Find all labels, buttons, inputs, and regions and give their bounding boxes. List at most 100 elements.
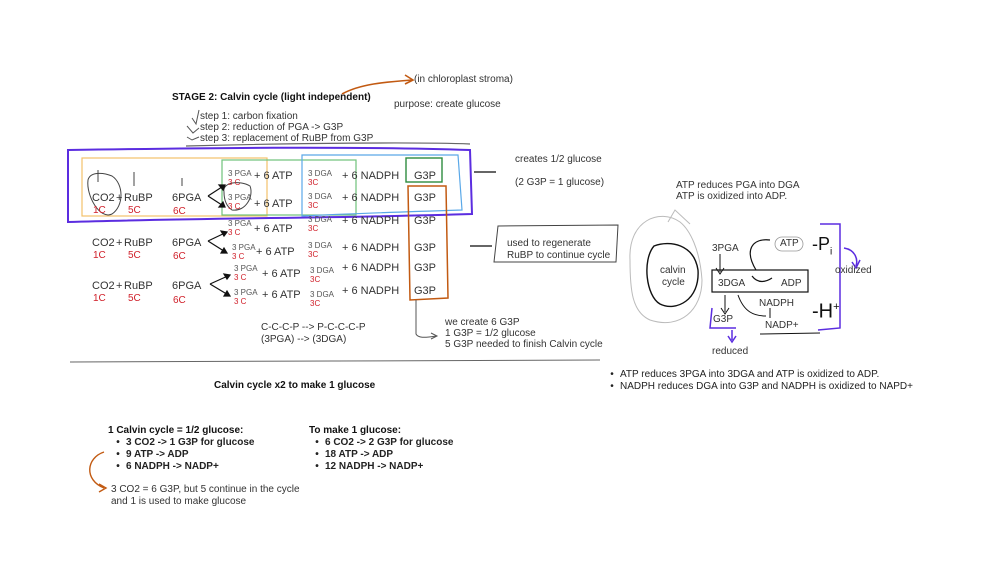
carbon-6c: 6C [173, 206, 186, 217]
pga-label: 3 PGA [228, 219, 252, 228]
item-text: 9 ATP -> ADP [126, 449, 189, 460]
item-text: 18 ATP -> ADP [325, 449, 394, 460]
h-sup: + [833, 301, 840, 313]
co2-label: CO2 [92, 192, 115, 204]
summary-right-title: To make 1 glucose: [309, 425, 402, 436]
carbon-1c: 1C [93, 293, 106, 304]
check-icon [186, 136, 200, 141]
bullet-text: NADPH reduces DGA into G3P and NADPH is … [620, 381, 913, 392]
dga-label: 3 DGA [308, 241, 333, 250]
create6-note-1: we create 6 G3P [445, 317, 520, 328]
pga-label: 3 PGA [234, 288, 258, 297]
summary-left-item: 9 ATP -> ADP [110, 449, 189, 461]
dga-carbon: 3C [308, 250, 319, 259]
summary-right-item: 6 CO2 -> 2 G3P for glucose [309, 437, 453, 449]
dga-carbon: 3C [310, 299, 321, 308]
6pga-label: 6PGA [172, 280, 202, 292]
diagram-nadp: NADP+ [765, 320, 799, 331]
co2-label: CO2 [92, 280, 115, 292]
pga-carbon: 3 C [234, 273, 247, 282]
rubp-label: RuBP [124, 237, 153, 249]
item-text: 3 CO2 -> 1 G3P for glucose [126, 437, 255, 448]
pi-letter: P [818, 234, 831, 254]
summary-left-note-1: 3 CO2 = 6 G3P, but 5 continue in the cyc… [111, 484, 300, 495]
diagram-nadph: NADPH [759, 298, 795, 309]
nadph-label: + 6 NADPH [342, 192, 400, 204]
atp-label: + 6 ATP [254, 170, 293, 182]
item-text: 12 NADPH -> NADP+ [325, 461, 424, 472]
atp-label: + 6 ATP [262, 289, 301, 301]
plus-sign: + [116, 192, 123, 204]
carbon-1c: 1C [93, 250, 106, 261]
g3p-label: G3P [414, 170, 437, 182]
atp-label: + 6 ATP [256, 246, 295, 258]
pga-carbon: 3 C [228, 202, 241, 211]
nadph-label: + 6 NADPH [342, 262, 400, 274]
nadph-label: + 6 NADPH [342, 215, 400, 227]
create6-note-3: 5 G3P needed to finish Calvin cycle [445, 339, 603, 350]
summary-left-item: 6 NADPH -> NADP+ [110, 461, 219, 473]
diagram-h: -H+ [812, 300, 840, 323]
diagram-3dga: 3DGA [718, 278, 746, 289]
dga-label: 3 DGA [308, 169, 333, 178]
g3p-label: G3P [414, 192, 437, 204]
bullet-text: ATP reduces 3PGA into 3DGA and ATP is ox… [620, 369, 880, 380]
summary-left-title: 1 Calvin cycle = 1/2 glucose: [108, 425, 244, 436]
carbon-5c: 5C [128, 205, 141, 216]
carbon-6c: 6C [173, 251, 186, 262]
g3p-label: G3P [414, 215, 437, 227]
g3p-label: G3P [414, 262, 437, 274]
summary-right-item: 18 ATP -> ADP [309, 449, 393, 461]
nadph-label: + 6 NADPH [342, 242, 400, 254]
plus-sign: + [116, 280, 123, 292]
dga-carbon: 3C [308, 178, 319, 187]
diagram-3pga: 3PGA [712, 243, 739, 254]
atp-note-2: ATP is oxidized into ADP. [676, 191, 788, 202]
dga-carbon: 3C [308, 201, 319, 210]
regen-note-1: used to regenerate [507, 238, 591, 249]
creates-half-note: creates 1/2 glucose [515, 154, 602, 165]
pga-carbon: 3 C [232, 252, 245, 261]
dga-label: 3 DGA [310, 290, 335, 299]
g3p-label: G3P [414, 285, 437, 297]
stage-title: STAGE 2: Calvin cycle (light independent… [172, 92, 371, 103]
calvin-label: calvin [660, 265, 686, 276]
atp-label: + 6 ATP [254, 198, 293, 210]
pga-label: 3 PGA [228, 169, 252, 178]
diagram-atp: ATP [780, 238, 799, 249]
check-icon [191, 109, 200, 126]
dga-label: 3 DGA [308, 192, 333, 201]
atp-note-1: ATP reduces PGA into DGA [676, 180, 800, 191]
summary-right-item: 12 NADPH -> NADP+ [309, 461, 423, 473]
two-g3p-note: (2 G3P = 1 glucose) [515, 177, 605, 188]
regen-note-2: RuBP to continue cycle [507, 250, 611, 261]
step-2: step 2: reduction of PGA -> G3P [200, 122, 344, 133]
carbon-5c: 5C [128, 250, 141, 261]
plus-sign: + [116, 237, 123, 249]
g3p-label: G3P [414, 242, 437, 254]
dga-label: 3 DGA [308, 215, 333, 224]
dga-carbon: 3C [308, 224, 319, 233]
atp-label: + 6 ATP [254, 223, 293, 235]
6pga-label: 6PGA [172, 192, 202, 204]
nadph-label: + 6 NADPH [342, 170, 400, 182]
item-text: 6 CO2 -> 2 G3P for glucose [325, 437, 454, 448]
item-text: 6 NADPH -> NADP+ [126, 461, 219, 472]
pga-carbon: 3 C [228, 228, 241, 237]
location-note: (in chloroplast stroma) [414, 74, 513, 85]
pga-label: 3 PGA [228, 193, 252, 202]
dga-label: 3 DGA [310, 266, 335, 275]
x2-heading: Calvin cycle x2 to make 1 glucose [214, 380, 376, 391]
pga-carbon: 3 C [234, 297, 247, 306]
pga-label: 3 PGA [232, 243, 256, 252]
dga-carbon: 3C [310, 275, 321, 284]
rubp-label: RuBP [124, 280, 153, 292]
nadph-label: + 6 NADPH [342, 285, 400, 297]
6pga-label: 6PGA [172, 237, 202, 249]
step-3: step 3: replacement of RuBP from G3P [200, 133, 374, 144]
diagram-g3p: G3P [713, 314, 734, 325]
structure-note-2: (3PGA) --> (3DGA) [261, 334, 347, 345]
carbon-6c: 6C [173, 295, 186, 306]
oxidized-label: oxidized [835, 265, 872, 276]
pi-sub: i [830, 246, 833, 258]
